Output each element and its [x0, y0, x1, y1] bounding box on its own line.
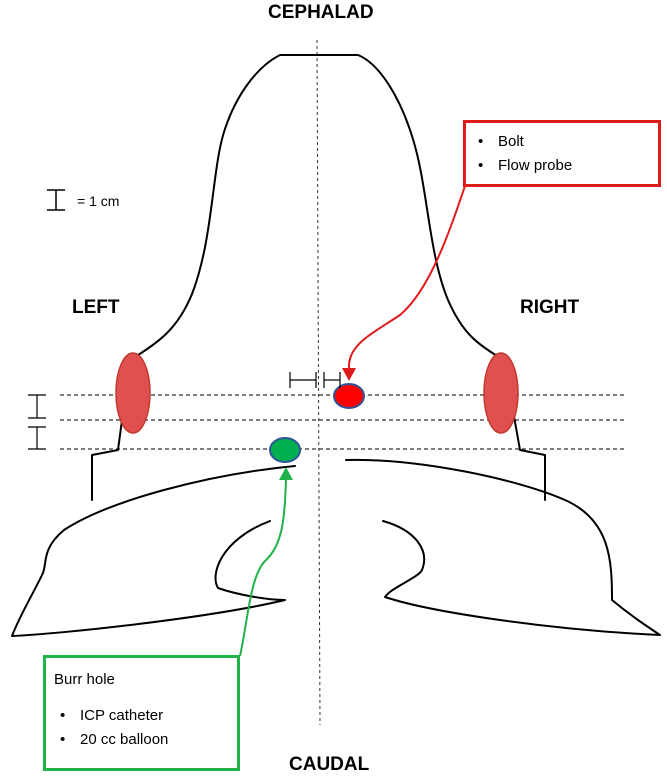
scale-label: = 1 cm: [77, 193, 120, 209]
burr-hole-info-list: ICP catheter 20 cc balloon: [54, 704, 231, 752]
bolt-connector-arrow: [347, 185, 466, 369]
midline: [316, 39, 321, 726]
label-cephalad: CEPHALAD: [268, 2, 374, 23]
bolt-info-box: Bolt Flow probe: [463, 120, 661, 187]
left-lower-outline: [11, 465, 296, 637]
i-beam-scale-icon: [47, 189, 65, 211]
burr-hole-info-box: Burr hole ICP catheter 20 cc balloon: [43, 655, 240, 771]
burr-hole-marker-dot: [269, 437, 301, 463]
bolt-info-list: Bolt Flow probe: [472, 130, 652, 178]
label-right: RIGHT: [520, 297, 580, 318]
burr-hole-connector-arrow: [239, 477, 287, 657]
list-item: 20 cc balloon: [54, 728, 231, 752]
label-caudal: CAUDAL: [289, 754, 370, 775]
list-item: Bolt: [472, 130, 652, 154]
vertical-distance-markers: [28, 394, 46, 450]
burr-hole-title: Burr hole: [54, 671, 115, 688]
burr-hole-arrowhead: [279, 467, 293, 480]
horizontal-distance-markers: [289, 372, 341, 388]
right-ellipse-marker: [483, 352, 519, 434]
bolt-marker-dot: [333, 383, 365, 409]
list-item: ICP catheter: [54, 704, 231, 728]
left-ellipse-marker: [115, 352, 151, 434]
label-left: LEFT: [72, 297, 120, 318]
list-item: Flow probe: [472, 154, 652, 178]
bolt-arrowhead: [342, 368, 356, 381]
right-lower-outline: [345, 458, 661, 636]
head-outline: [91, 54, 546, 501]
